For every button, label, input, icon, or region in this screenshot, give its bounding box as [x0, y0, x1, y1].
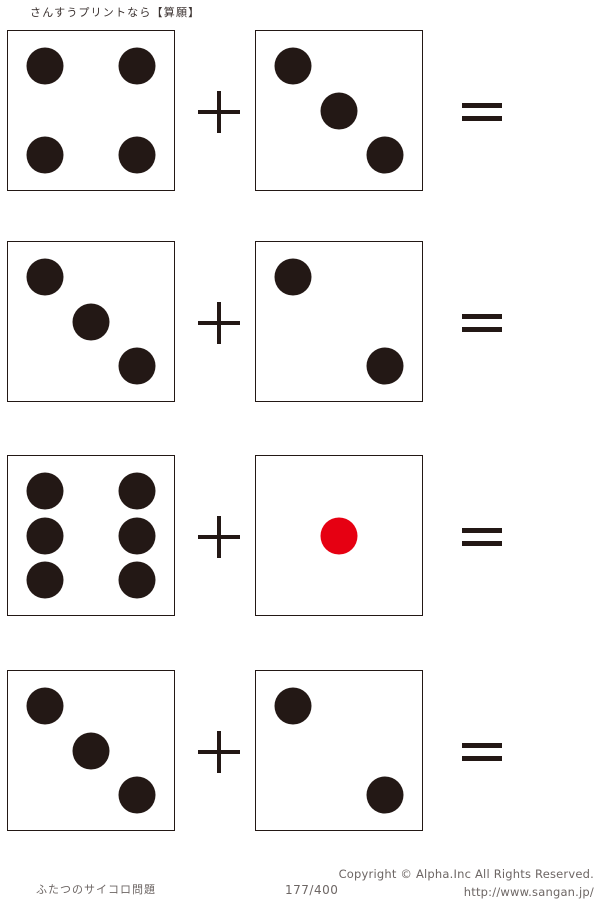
plus-operator-icon [196, 514, 242, 560]
site-title: さんすうプリントなら【算願】 [30, 6, 201, 19]
page-header: さんすうプリントなら【算願】 [0, 0, 600, 26]
die-pip [26, 561, 64, 599]
worksheet-subject: ふたつのサイコロ問題 [36, 883, 156, 896]
equals-operator-icon [462, 741, 502, 763]
die-pip [366, 136, 404, 174]
die-pip [118, 517, 156, 554]
die-pip [274, 47, 312, 85]
die-pip [274, 258, 312, 296]
die-left [7, 30, 175, 191]
die-pip-highlight [320, 517, 358, 554]
die-pip [26, 47, 64, 85]
die-pip [118, 347, 156, 385]
die-pip [274, 687, 312, 725]
plus-operator-icon [196, 729, 242, 775]
die-right [255, 30, 423, 191]
problem-row [0, 455, 600, 618]
die-pip [118, 561, 156, 599]
equals-operator-icon [462, 101, 502, 123]
site-url: http://www.sangan.jp/ [463, 885, 594, 899]
answer-slot[interactable] [512, 241, 592, 402]
page-number: 177/400 [285, 883, 339, 897]
die-pip [26, 136, 64, 174]
problem-row [0, 241, 600, 404]
die-pip [118, 47, 156, 85]
equals-operator-icon [462, 526, 502, 548]
answer-slot[interactable] [512, 455, 592, 616]
page-footer: ふたつのサイコロ問題 177/400 Copyright © Alpha.Inc… [0, 847, 600, 907]
answer-slot[interactable] [512, 670, 592, 831]
die-pip [26, 687, 64, 725]
die-pip [26, 517, 64, 554]
die-pip [366, 776, 404, 814]
die-pip [118, 776, 156, 814]
die-right [255, 670, 423, 831]
die-pip [320, 92, 358, 129]
problem-row [0, 670, 600, 833]
die-pip [118, 472, 156, 510]
die-left [7, 670, 175, 831]
copyright-notice: Copyright © Alpha.Inc All Rights Reserve… [338, 867, 594, 881]
die-left [7, 455, 175, 616]
die-right [255, 241, 423, 402]
plus-operator-icon [196, 300, 242, 346]
die-right [255, 455, 423, 616]
die-pip [72, 732, 110, 769]
answer-slot[interactable] [512, 30, 592, 191]
plus-operator-icon [196, 89, 242, 135]
die-pip [26, 472, 64, 510]
die-left [7, 241, 175, 402]
problem-row [0, 30, 600, 193]
equals-operator-icon [462, 312, 502, 334]
die-pip [118, 136, 156, 174]
die-pip [366, 347, 404, 385]
die-pip [26, 258, 64, 296]
die-pip [72, 303, 110, 340]
